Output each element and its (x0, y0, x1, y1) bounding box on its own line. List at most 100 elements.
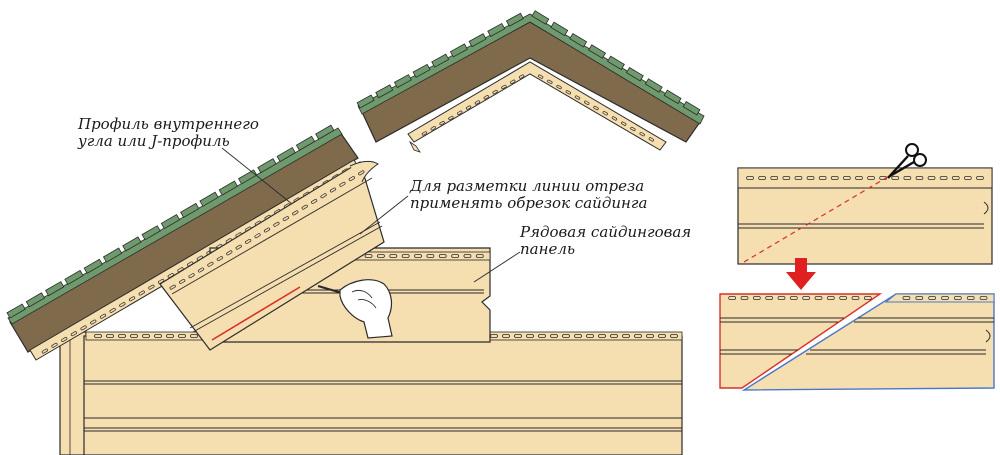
nail-slot (501, 84, 507, 90)
dashed-cut-line (743, 171, 897, 263)
label-marking-line-1: Для разметки линии отреза (410, 177, 645, 195)
nail-slot (630, 126, 636, 132)
nail-slot (646, 334, 654, 338)
nail-slot (70, 331, 77, 337)
shingle-tab (431, 53, 450, 68)
nail-slot (634, 334, 642, 338)
nail-slot (621, 121, 627, 126)
nail-slot (518, 74, 525, 79)
gable-wall (6, 124, 683, 455)
nail-slot (826, 296, 835, 300)
nail-slot (556, 84, 562, 90)
nail-slot (273, 221, 280, 227)
nail-slot (794, 176, 803, 180)
nail-slot (311, 198, 318, 204)
shingle-tab (644, 78, 663, 93)
nail-slot (94, 334, 102, 338)
nail-slot (584, 100, 590, 105)
nail-slot (245, 238, 252, 244)
shingle-tab (682, 100, 701, 116)
nail-slot (254, 233, 261, 239)
nail-slot (492, 89, 498, 95)
nail-slot (439, 120, 445, 126)
nail-slot (758, 176, 767, 180)
leader-panel (473, 251, 521, 283)
nail-slot (430, 126, 436, 131)
nail-slot (979, 296, 988, 300)
nail-slot (438, 254, 447, 258)
siding-scrap-marker (159, 160, 385, 351)
nail-slot (746, 176, 754, 180)
shingle-tab (180, 202, 200, 218)
nail-slot (842, 176, 851, 180)
nail-slot (457, 110, 463, 115)
shingle-tab (505, 12, 524, 27)
nail-slot (263, 227, 271, 233)
nail-slot (915, 296, 924, 300)
nail-slot (966, 296, 975, 300)
label-marking-scrap: Для разметки линии отреза применять обре… (410, 178, 647, 212)
nail-slot (593, 105, 599, 111)
nail-slot (320, 193, 327, 199)
nail-slot (109, 307, 116, 313)
nail-slot (903, 176, 912, 180)
nail-slot (51, 342, 58, 348)
nail-slot (814, 296, 823, 300)
nail-slot (839, 296, 848, 300)
nail-slot (782, 176, 791, 180)
nail-slot (154, 334, 162, 338)
nail-slot (951, 176, 960, 180)
label-inner-corner-profile: Профиль внутреннего угла или J-профиль (78, 116, 259, 150)
shingle-tab (468, 33, 487, 48)
shingle-tab (6, 303, 26, 319)
shingle-tab (218, 180, 239, 196)
nail-slot (197, 267, 205, 273)
nail-slot (565, 90, 571, 95)
label-row-panel: Рядовая сайдинговая панель (520, 224, 691, 258)
nail-slot (611, 116, 618, 121)
shingle-tab (276, 146, 296, 163)
shingle-tab (237, 169, 258, 185)
shingle-tab (531, 10, 550, 25)
nail-slot (648, 137, 655, 142)
shingle-tab (295, 135, 316, 151)
nail-slot (574, 95, 581, 100)
nail-slot (863, 296, 872, 300)
nail-slot (976, 176, 984, 180)
nail-slot (142, 334, 150, 338)
wall-siding (83, 331, 683, 455)
nail-slot (41, 348, 48, 354)
nail-slot (547, 79, 553, 84)
down-arrow-icon (786, 258, 816, 290)
nail-slot (902, 296, 911, 300)
nail-slot (851, 296, 860, 300)
label-marking-line-2: применять обрезок сайдинга (410, 194, 648, 212)
nail-slot (658, 334, 666, 338)
nail-slot (282, 216, 289, 222)
nail-slot (598, 334, 606, 338)
nail-slot (602, 111, 608, 116)
shingle-tab (83, 258, 103, 274)
cut-demo-top-panel (737, 167, 993, 265)
nail-slot (867, 176, 875, 180)
nail-slot (510, 79, 516, 84)
nail-slot (90, 319, 97, 325)
nail-slot (475, 254, 484, 258)
nail-slot (128, 296, 136, 302)
nail-slot (130, 334, 138, 338)
nail-slot (777, 296, 786, 300)
shingle-tab (141, 225, 161, 241)
nail-slot (502, 334, 510, 338)
leader-inner-corner (221, 147, 293, 205)
shingle-tab (160, 214, 181, 230)
shingle-tab (375, 84, 394, 99)
nail-slot (301, 204, 308, 210)
shingle-tab (102, 247, 123, 263)
nail-slot (106, 334, 114, 338)
shingle-tab (588, 44, 607, 59)
nail-slot (610, 334, 618, 338)
nail-slot (61, 336, 68, 342)
nail-slot (670, 334, 678, 338)
shingle-tab (625, 66, 644, 82)
nail-slot (802, 296, 811, 300)
